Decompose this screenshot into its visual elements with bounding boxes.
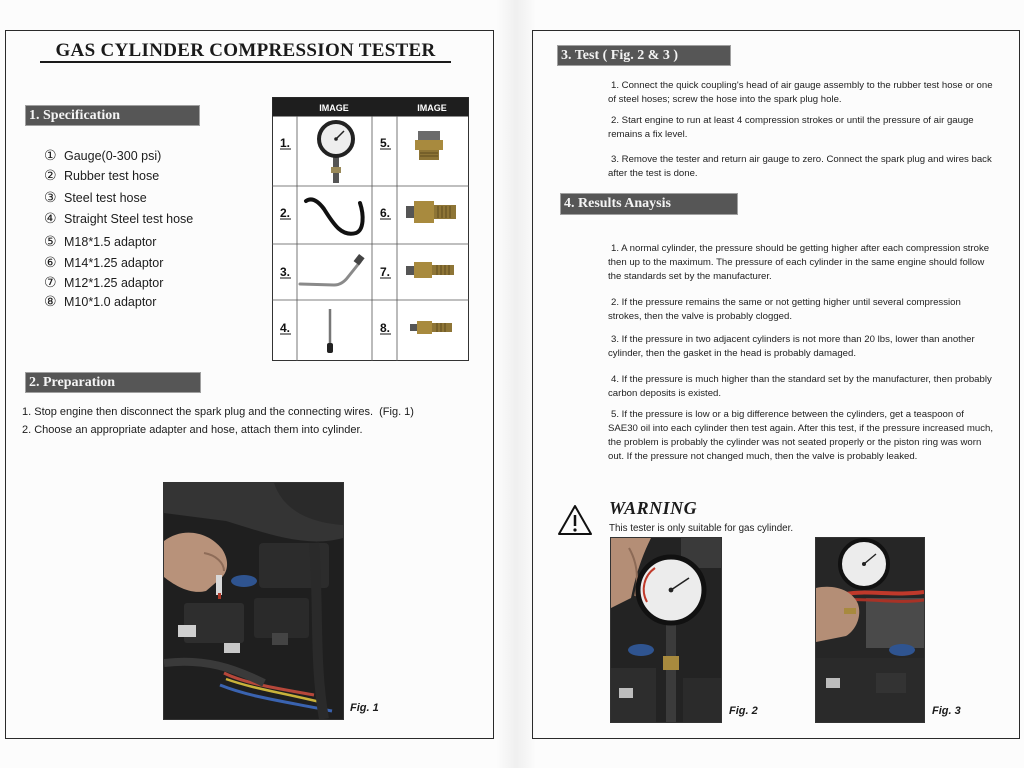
- preparation-step: 2. Choose an appropriate adapter and hos…: [22, 424, 363, 436]
- straight-hose-image: [327, 309, 333, 353]
- table-header-image: IMAGE: [319, 103, 349, 113]
- test-step: 2. Start engine to run at least 4 compre…: [608, 115, 974, 140]
- results-item: 3. If the pressure in two adjacent cylin…: [608, 334, 975, 359]
- table-number-underlines: [280, 148, 391, 335]
- m18-adaptor-image: [415, 131, 443, 160]
- figure-1-caption: Fig. 1: [350, 702, 379, 714]
- spec-item: ① Gauge(0-300 psi): [44, 148, 161, 165]
- spec-item-number: ①: [44, 148, 57, 164]
- steel-hose-image: [298, 254, 365, 287]
- gauge-image: [317, 120, 355, 183]
- spec-item: ⑧ M10*1.0 adaptor: [44, 294, 156, 311]
- preparation-step: 1. Stop engine then disconnect the spark…: [22, 406, 414, 418]
- document-title: GAS CYLINDER COMPRESSION TESTER: [55, 40, 436, 61]
- spec-item-label: M12*1.25 adaptor: [64, 276, 164, 290]
- page-fold-shadow: [496, 0, 536, 768]
- figure-2-photo: [610, 537, 722, 723]
- spec-item-label: M18*1.5 adaptor: [64, 235, 157, 249]
- test-heading: 3. Test ( Fig. 2 & 3 ): [557, 45, 731, 66]
- table-item-number: 1.: [280, 136, 290, 150]
- m10-adaptor-image: [410, 321, 452, 334]
- results-heading: 4. Results Anaysis: [560, 193, 738, 215]
- left-page: [5, 30, 494, 739]
- parts-image-table: IMAGE IMAGE 1. 2. 3. 4. 5. 6. 7. 8.: [272, 97, 469, 361]
- spec-item-number: ②: [44, 168, 57, 184]
- spec-item: ③ Steel test hose: [44, 190, 147, 207]
- preparation-heading: 2. Preparation: [25, 372, 201, 393]
- spec-item-number: ④: [44, 211, 57, 227]
- results-item: 2. If the pressure remains the same or n…: [608, 297, 961, 322]
- table-item-number: 7.: [380, 265, 390, 279]
- test-step: 1. Connect the quick coupling's head of …: [608, 80, 993, 105]
- results-item: 5. If the pressure is low or a big diffe…: [608, 409, 994, 462]
- figure-2-caption: Fig. 2: [729, 705, 758, 717]
- right-page: [532, 30, 1020, 739]
- spec-item: ④ Straight Steel test hose: [44, 211, 193, 228]
- specification-heading: 1. Specification: [25, 105, 200, 126]
- spec-item: ② Rubber test hose: [44, 168, 159, 185]
- spec-item-label: Rubber test hose: [64, 169, 160, 183]
- rubber-hose-image: [304, 197, 365, 236]
- spec-item-number: ⑧: [44, 294, 57, 310]
- table-grid-lines: [272, 116, 469, 361]
- table-item-number: 3.: [280, 265, 290, 279]
- m12-adaptor-image: [406, 262, 454, 278]
- title-underline: [40, 61, 451, 63]
- spec-item-number: ⑦: [44, 275, 57, 291]
- spec-item-number: ⑤: [44, 234, 57, 250]
- test-step: 3. Remove the tester and return air gaug…: [608, 154, 992, 179]
- table-header-image: IMAGE: [417, 103, 447, 113]
- spec-item: ⑥ M14*1.25 adaptor: [44, 255, 163, 272]
- table-item-number: 2.: [280, 206, 290, 220]
- table-item-number: 6.: [380, 206, 390, 220]
- spec-item-number: ⑥: [44, 255, 57, 271]
- spec-item-label: Straight Steel test hose: [64, 212, 194, 226]
- warning-icon: [558, 505, 592, 535]
- results-item: 1. A normal cylinder, the pressure shoul…: [608, 243, 990, 282]
- spec-item-label: M14*1.25 adaptor: [64, 256, 164, 270]
- table-item-number: 8.: [380, 321, 390, 335]
- m14-adaptor-image: [406, 201, 456, 223]
- spec-item: ⑦ M12*1.25 adaptor: [44, 275, 163, 292]
- spec-item-number: ③: [44, 190, 57, 206]
- warning-title: WARNING: [609, 498, 698, 518]
- table-item-number: 4.: [280, 321, 290, 335]
- table-header-row: [272, 97, 469, 117]
- results-item: 4. If the pressure is much higher than t…: [608, 374, 992, 399]
- figure-1-photo: [163, 482, 344, 720]
- spec-item-label: Steel test hose: [64, 191, 147, 205]
- table-item-number: 5.: [380, 136, 390, 150]
- warning-text: This tester is only suitable for gas cyl…: [609, 523, 794, 534]
- figure-3-photo: [815, 537, 925, 723]
- spec-item: ⑤ M18*1.5 adaptor: [44, 234, 156, 251]
- spec-item-label: M10*1.0 adaptor: [64, 295, 157, 309]
- figure-3-caption: Fig. 3: [932, 705, 961, 717]
- spec-item-label: Gauge(0-300 psi): [64, 149, 162, 163]
